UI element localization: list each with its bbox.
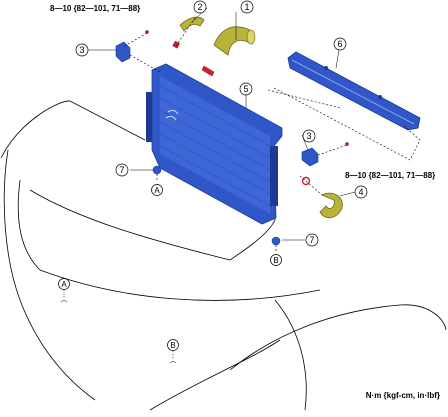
torque-spec-top: 8—10 {82—101, 71—88} bbox=[50, 4, 140, 13]
callout-3-left: 3 bbox=[75, 43, 89, 57]
svg-text:7: 7 bbox=[309, 235, 314, 245]
lower-radiator-hose bbox=[319, 192, 343, 219]
svg-text:B: B bbox=[273, 256, 278, 265]
callout-2: 2 bbox=[193, 0, 207, 14]
mount-cushions bbox=[152, 165, 281, 246]
radiator-upper-bracket bbox=[287, 51, 421, 131]
svg-text:A: A bbox=[154, 186, 160, 195]
callout-3-right: 3 bbox=[302, 129, 316, 143]
mounting-bracket-right bbox=[301, 147, 319, 167]
svg-text:3: 3 bbox=[306, 131, 311, 141]
svg-text:A: A bbox=[61, 280, 67, 289]
body-outline bbox=[0, 100, 447, 411]
upper-radiator-hose bbox=[213, 26, 256, 56]
location-marker-a-upper: A bbox=[151, 184, 163, 196]
location-marker-a-body: A bbox=[58, 278, 70, 303]
location-marker-b-upper: B bbox=[270, 254, 282, 266]
mounting-bracket-left bbox=[115, 41, 131, 63]
callout-1: 1 bbox=[240, 0, 254, 14]
radiator bbox=[146, 63, 283, 225]
svg-text:3: 3 bbox=[79, 45, 84, 55]
callout-7-lower: 7 bbox=[305, 233, 319, 247]
red-fasteners bbox=[145, 30, 349, 186]
svg-text:B: B bbox=[170, 341, 175, 350]
svg-text:2: 2 bbox=[197, 2, 202, 12]
location-marker-b-body: B bbox=[167, 339, 179, 364]
units-note: N·m {kgf-cm, in·lbf} bbox=[366, 391, 440, 400]
callout-6: 6 bbox=[333, 37, 347, 51]
svg-text:4: 4 bbox=[358, 187, 363, 197]
callout-5: 5 bbox=[239, 82, 253, 96]
dashed-leaders bbox=[122, 17, 421, 252]
torque-spec-right: 8—10 {82—101, 71—88} bbox=[345, 171, 435, 180]
svg-text:5: 5 bbox=[243, 84, 248, 94]
svg-text:6: 6 bbox=[337, 39, 342, 49]
small-hose bbox=[179, 16, 205, 32]
callout-4: 4 bbox=[354, 185, 368, 199]
svg-text:7: 7 bbox=[119, 165, 124, 175]
svg-text:1: 1 bbox=[244, 2, 249, 12]
callout-7-upper: 7 bbox=[115, 163, 129, 177]
